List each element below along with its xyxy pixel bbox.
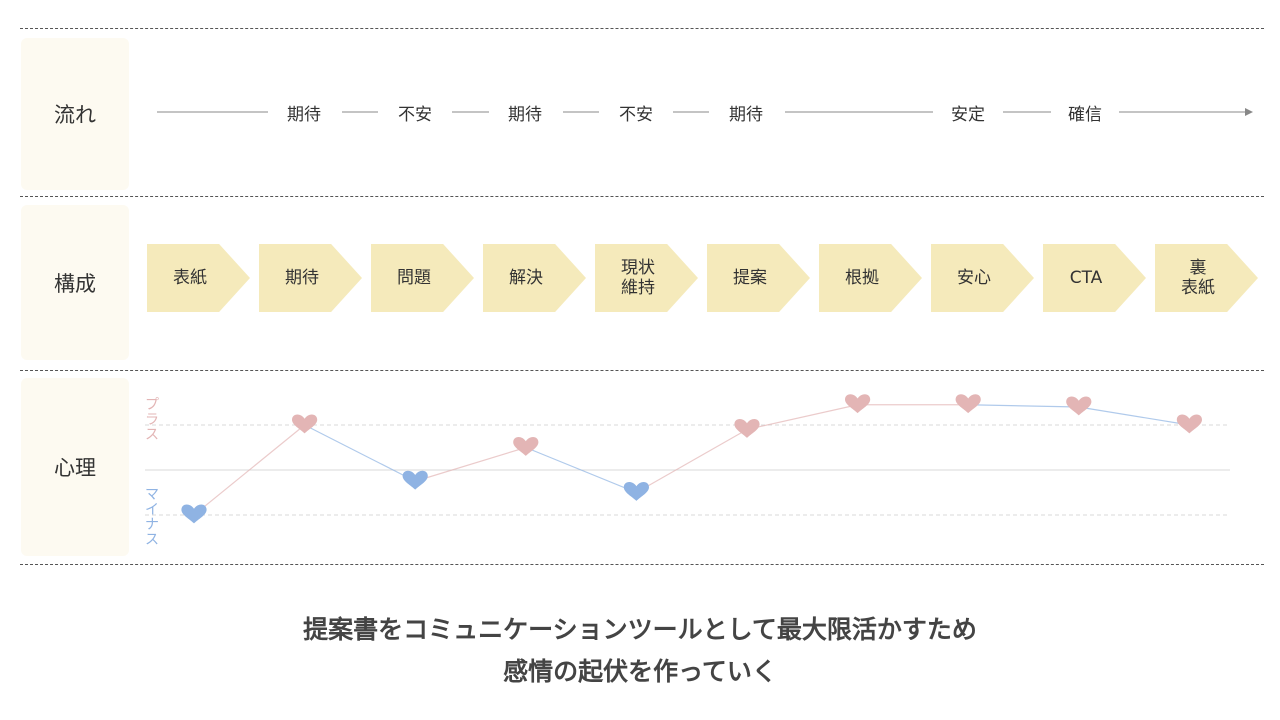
flow-timeline [157, 108, 1253, 116]
divider-bottom [20, 564, 1264, 565]
emotion-line-segment [968, 404, 1079, 408]
heart-marker-1 [292, 414, 318, 434]
step-label: 根拠 [845, 268, 879, 288]
heart-marker-5 [734, 418, 760, 438]
flow-word-expectation: 期待 [508, 105, 542, 125]
emotion-line-segment [415, 446, 526, 482]
flow-word-stability: 安定 [951, 105, 985, 125]
flow-word-conviction: 確信 [1068, 105, 1102, 125]
emotion-line-segment [1078, 406, 1190, 426]
flow-word-anxiety: 不安 [619, 105, 653, 125]
heart-marker-6 [845, 394, 871, 414]
emotion-line-segment [193, 424, 305, 516]
step-status-quo: 現状 維持 [595, 244, 698, 312]
heart-marker-2 [402, 470, 428, 490]
step-label: 解決 [509, 268, 543, 288]
step-label: 裏 表紙 [1181, 258, 1215, 298]
caption-line-1: 提案書をコミュニケーションツールとして最大限活かすため [303, 615, 977, 644]
heart-marker-0 [181, 504, 207, 524]
step-label: 問題 [397, 268, 431, 288]
flow-row-label-text: 流れ [54, 103, 96, 127]
flow-arrowhead [1245, 108, 1253, 116]
divider-1 [20, 196, 1264, 197]
step-cta: CTA [1043, 244, 1146, 312]
step-evidence: 根拠 [819, 244, 922, 312]
step-problem: 問題 [371, 244, 474, 312]
flow-word-anxiety: 不安 [398, 105, 432, 125]
step-label: 期待 [285, 268, 319, 288]
psychology-row-label-text: 心理 [54, 456, 96, 480]
step-expectation: 期待 [259, 244, 362, 312]
step-label: 現状 維持 [621, 258, 655, 298]
divider-2 [20, 370, 1264, 371]
divider-top [20, 28, 1264, 29]
caption-line-2: 感情の起伏を作っていく [503, 657, 777, 686]
step-label: CTA [1069, 268, 1103, 288]
structure-row-label: 構成 [21, 205, 129, 360]
step-proposal: 提案 [707, 244, 810, 312]
step-reassurance: 安心 [931, 244, 1034, 312]
heart-marker-3 [513, 436, 539, 456]
step-label: 表紙 [173, 268, 207, 288]
flow-word-expectation: 期待 [287, 105, 321, 125]
emotion-line-segment [304, 424, 416, 482]
emotion-chart [145, 394, 1230, 524]
emotion-line-segment [746, 404, 858, 431]
plus-label: プラス [145, 397, 159, 443]
psychology-row-label: 心理 [21, 378, 129, 556]
heart-marker-8 [1066, 396, 1092, 416]
flow-row-label: 流れ [21, 38, 129, 190]
heart-marker-4 [623, 481, 649, 501]
heart-marker-9 [1176, 414, 1202, 434]
flow-word-expectation: 期待 [729, 105, 763, 125]
step-solution: 解決 [483, 244, 586, 312]
step-label: 安心 [957, 268, 991, 288]
heart-marker-7 [955, 394, 981, 414]
step-label: 提案 [733, 268, 767, 288]
emotion-line-segment [636, 428, 748, 494]
minus-label: マイナス [145, 487, 159, 548]
step-back-cover: 裏 表紙 [1155, 244, 1258, 312]
emotion-line-segment [525, 446, 637, 494]
step-cover: 表紙 [147, 244, 250, 312]
structure-row-label-text: 構成 [54, 271, 96, 296]
